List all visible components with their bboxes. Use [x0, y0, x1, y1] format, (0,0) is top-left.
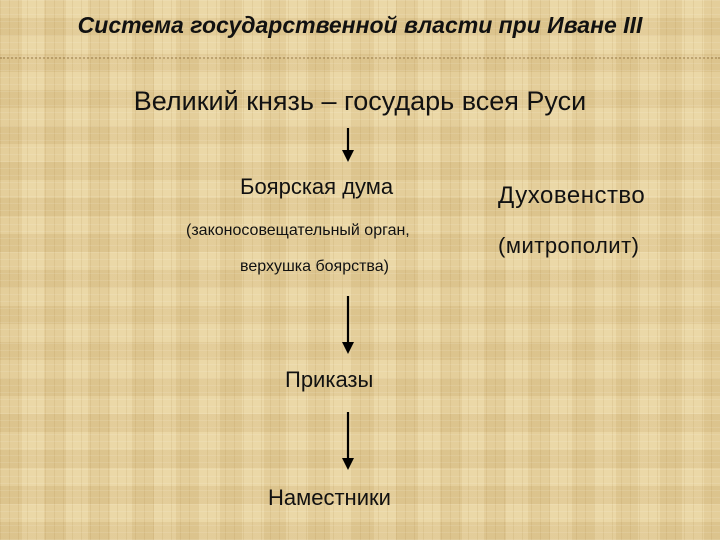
node-clergy: Духовенство	[498, 182, 646, 209]
slide-title: Система государственной власти при Иване…	[77, 12, 643, 38]
boyar-duma-note-line2: верхушка боярства)	[240, 258, 389, 275]
node-prikazy: Приказы	[285, 367, 374, 392]
node-boyar-duma: Боярская дума	[240, 174, 394, 199]
title-divider	[0, 57, 720, 60]
arrow-duma-to-prikazy	[342, 296, 354, 354]
clergy-note: (митрополит)	[498, 233, 640, 258]
arrow-prikazy-to-namestniki	[342, 412, 354, 470]
node-namestniki: Наместники	[268, 485, 391, 510]
node-grand-prince: Великий князь – государь всея Руси	[133, 86, 587, 116]
boyar-duma-note-line1: (законосовещательный орган,	[186, 222, 410, 239]
arrow-prince-to-duma	[342, 128, 354, 162]
